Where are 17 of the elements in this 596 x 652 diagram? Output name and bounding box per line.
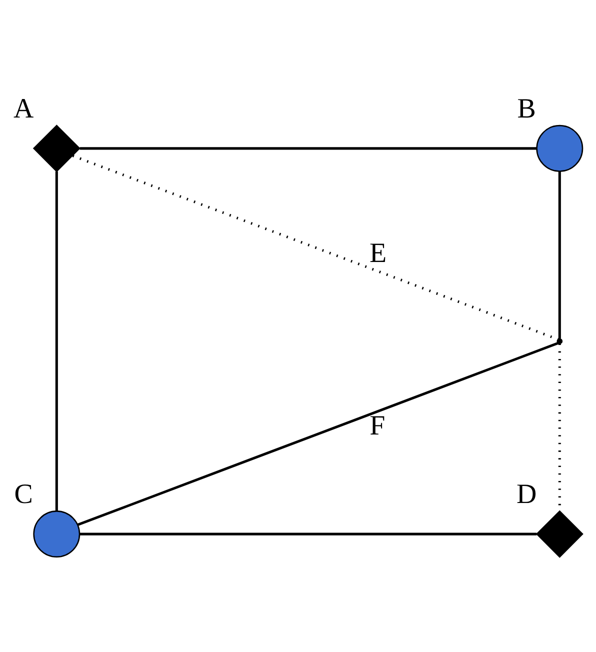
node-circle [536,124,584,172]
connector [558,172,561,339]
connector [77,342,559,526]
edge-label: F [370,410,386,442]
node-label: A [14,93,34,124]
edge-label: E [369,238,387,270]
node-diamond [32,124,80,172]
connector [80,532,537,536]
node-circle [33,510,80,558]
node-label: B [517,93,536,124]
node-diamond [536,510,584,558]
node-point [556,338,563,344]
connector [55,171,58,511]
connector [72,154,559,341]
node-label: C [14,479,33,510]
node-label: D [516,479,537,510]
connector [80,147,537,150]
